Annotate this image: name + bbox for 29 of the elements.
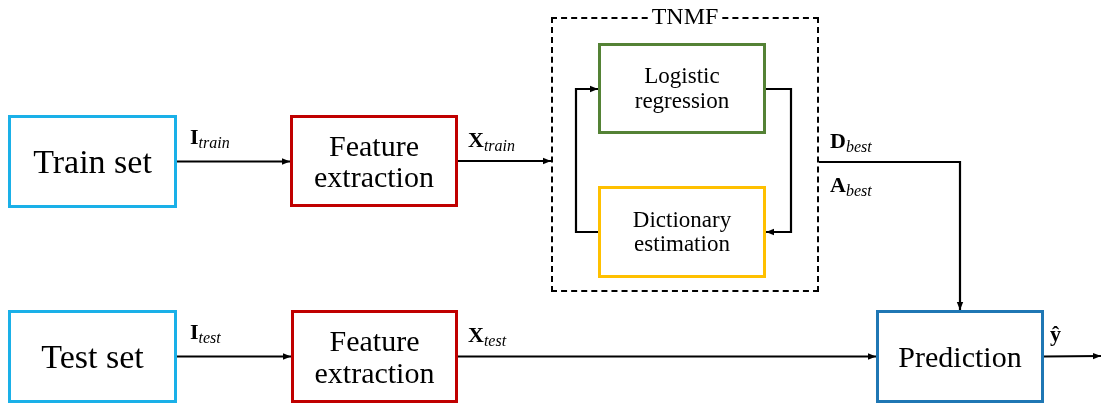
arrow — [177, 353, 291, 360]
process-box — [8, 115, 177, 208]
process-box — [291, 310, 458, 403]
edge-label: D$_{best}$ — [830, 128, 872, 154]
arrow — [458, 353, 876, 360]
edge-label: X$_{test}$ — [468, 322, 507, 348]
box-label: Prediction — [897, 340, 1023, 373]
edge-label: X$_{train}$ — [468, 127, 515, 153]
process-box — [876, 310, 1044, 403]
arrow — [819, 160, 964, 310]
edge-label: ŷ — [1050, 321, 1061, 347]
process-box — [290, 115, 458, 207]
box-label: Feature extraction — [313, 129, 435, 193]
arrow — [177, 158, 290, 165]
math-label: A$_{best}$ — [830, 172, 872, 198]
box-label: Logistic regression — [633, 64, 731, 113]
process-box — [8, 310, 177, 403]
box-label: Dictionary estimation — [631, 207, 733, 257]
process-box — [598, 186, 766, 278]
box-label: Feature extraction — [313, 325, 436, 388]
edge-label: I$_{test}$ — [190, 319, 221, 345]
box-label: Train set — [32, 143, 153, 180]
box-label: Test set — [40, 338, 145, 375]
edge-label: I$_{train}$ — [190, 124, 230, 150]
arrow — [458, 157, 551, 165]
arrow — [766, 87, 793, 236]
process-box — [598, 43, 766, 134]
arrow — [574, 85, 598, 234]
arrow — [1044, 352, 1101, 360]
